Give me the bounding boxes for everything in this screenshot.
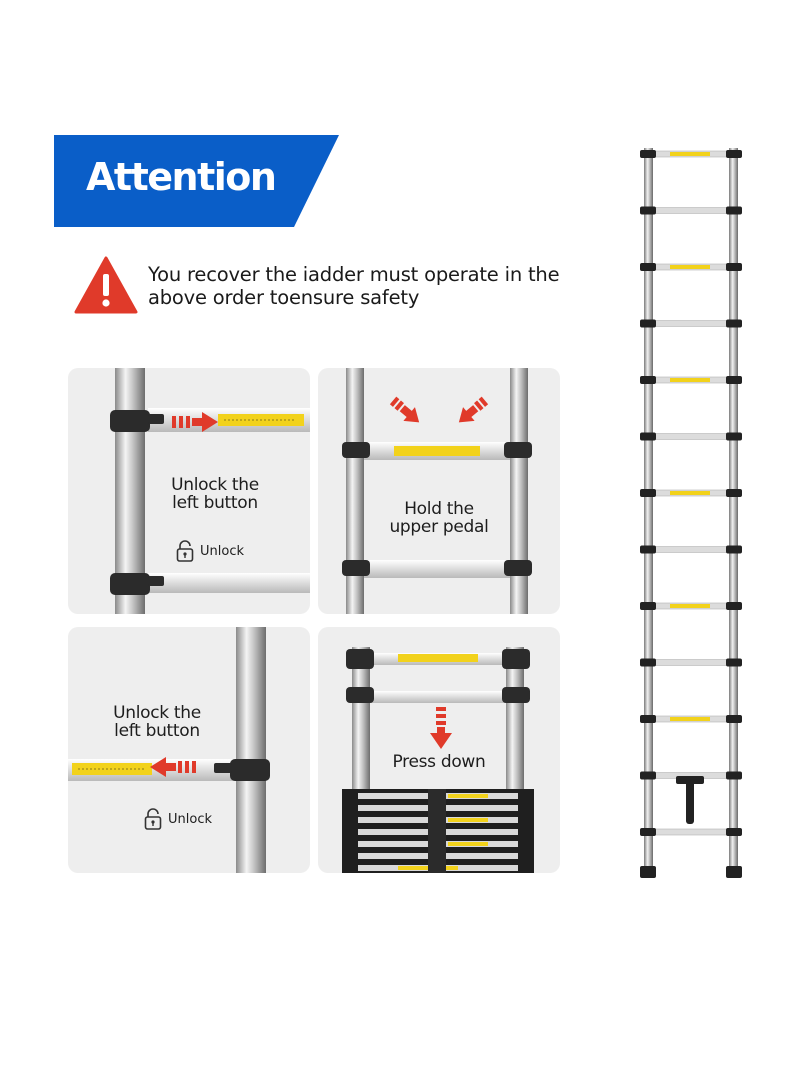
unlock-icon — [176, 540, 194, 562]
step-1-unlock-badge: Unlock — [176, 540, 244, 562]
attention-banner: Attention — [54, 135, 339, 227]
warning-line-1: You recover the iadder must operate in t… — [148, 263, 560, 286]
warning-line-2: above order toensure safety — [148, 286, 420, 309]
banner-shape — [54, 135, 339, 227]
step-3-caption: Unlock the left button — [98, 704, 216, 740]
step-panel-press-down: Press down — [318, 627, 560, 873]
extended-ladder-image — [636, 148, 746, 883]
down-arrow-icon — [430, 707, 452, 753]
step-panel-unlock-right: Unlock the left button Unlock — [68, 368, 310, 614]
warning-message: You recover the iadder must operate in t… — [148, 263, 618, 309]
step-2-line-1: Hold the — [404, 499, 474, 519]
step-1-line-2: left button — [172, 493, 258, 513]
warning-triangle-icon — [74, 256, 138, 314]
step-2-line-2: upper pedal — [389, 517, 489, 537]
step-panel-unlock-left: Unlock the left button Unlock — [68, 627, 310, 873]
step-1-caption: Unlock the left button — [156, 476, 274, 512]
step-panel-hold-pedal: Hold the upper pedal — [318, 368, 560, 614]
left-arrow-icon — [150, 757, 196, 781]
unlock-label: Unlock — [200, 543, 244, 559]
step-3-line-2: left button — [114, 721, 200, 741]
step-3-unlock-badge: Unlock — [144, 808, 212, 830]
step-2-caption: Hold the upper pedal — [378, 500, 500, 536]
step-4-caption: Press down — [392, 752, 486, 772]
unlock-icon — [144, 808, 162, 830]
collapsed-rungs — [342, 789, 534, 873]
step-3-line-1: Unlock the — [113, 703, 201, 723]
step-1-line-1: Unlock the — [171, 475, 259, 495]
banner-title: Attention — [86, 155, 277, 199]
right-arrow-icon — [172, 412, 218, 436]
diagonal-down-arrows-icon — [388, 392, 490, 436]
unlock-label: Unlock — [168, 811, 212, 827]
